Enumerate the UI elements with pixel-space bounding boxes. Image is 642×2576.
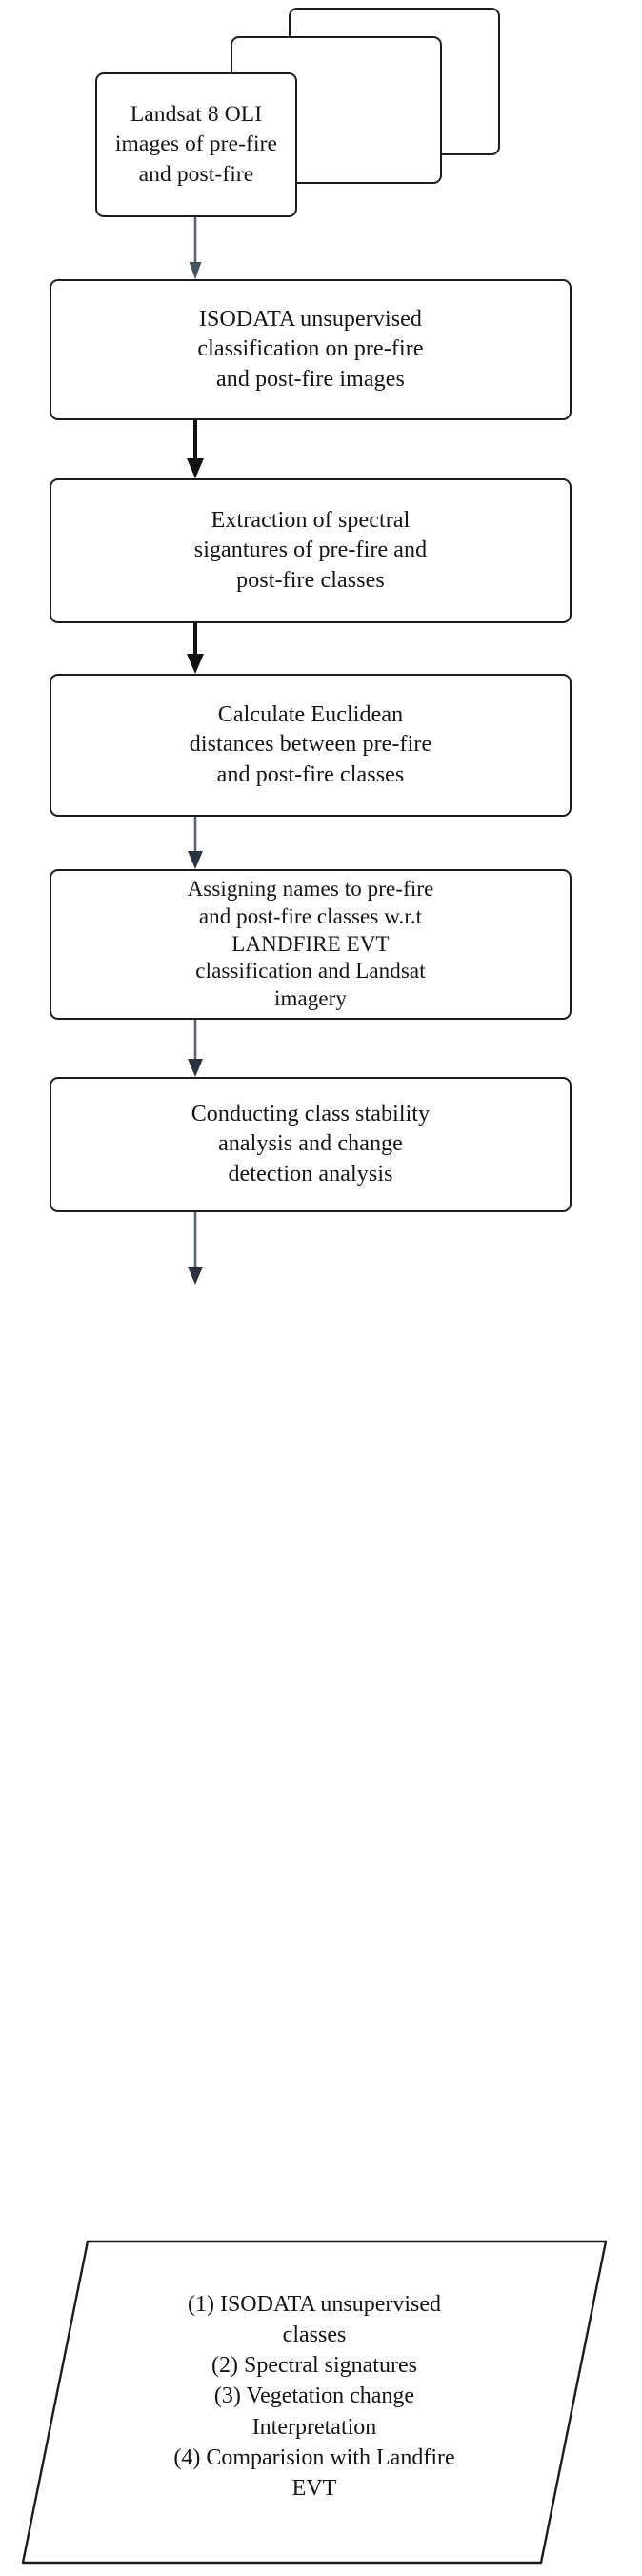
node-input-stack: Landsat 8 OLI images of pre-fire and pos… <box>86 8 505 227</box>
node-step3: Calculate Euclidean distances between pr… <box>50 674 572 817</box>
parallelogram-shape <box>21 2240 608 2565</box>
node-output-label: (1) ISODATA unsupervised classes (2) Spe… <box>173 2292 455 2501</box>
node-step4: Assigning names to pre-fire and post-fir… <box>50 869 572 1020</box>
node-step5-label: Conducting class stability analysis and … <box>191 1102 431 1187</box>
node-step1: ISODATA unsupervised classification on p… <box>50 279 572 420</box>
node-step1-label: ISODATA unsupervised classification on p… <box>197 307 424 392</box>
node-input-stack-label: Landsat 8 OLI images of pre-fire and pos… <box>114 102 278 187</box>
node-step2-label: Extraction of spectral sigantures of pre… <box>193 508 428 593</box>
node-step5: Conducting class stability analysis and … <box>50 1077 572 1212</box>
stack-sheet-front: Landsat 8 OLI images of pre-fire and pos… <box>95 72 297 217</box>
node-step2: Extraction of spectral sigantures of pre… <box>50 478 572 623</box>
node-step4-label: Assigning names to pre-fire and post-fir… <box>187 876 434 1011</box>
node-output: (1) ISODATA unsupervised classes (2) Spe… <box>19 2238 610 2566</box>
node-step3-label: Calculate Euclidean distances between pr… <box>189 702 432 787</box>
